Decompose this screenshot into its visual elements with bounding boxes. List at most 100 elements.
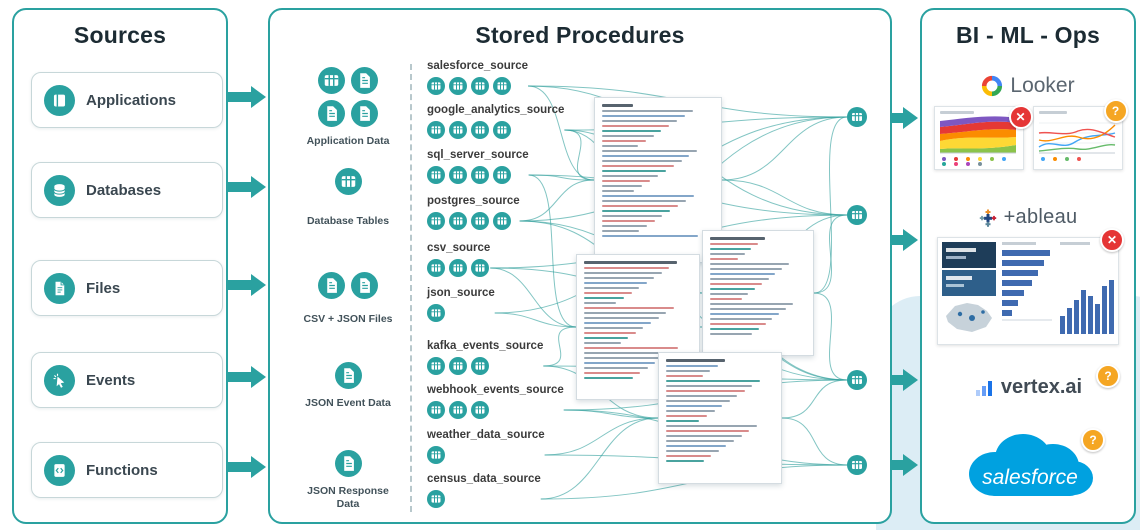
icon-cluster [315,67,381,127]
table-icon-group [427,401,564,419]
looker-line-chart: ? [1032,99,1128,170]
table-icon [449,166,467,184]
data-group-csv-json-files: CSV + JSON Files [283,272,413,326]
source-item-applications: Applications [31,72,223,128]
source-name: google_analytics_source [427,104,565,116]
looker-logo: Looker [922,74,1134,98]
vertex-ai-wordmark: vertex.ai [1000,376,1083,398]
source-name: sql_server_source [427,149,529,161]
looker-logo-icon [982,75,1003,97]
data-group-label: JSON Event Data [305,397,391,409]
vertex-ai-logo: vertex.ai ? [922,364,1134,399]
tableau-wordmark: +ableau [1003,206,1078,228]
table-icon [449,77,467,95]
flow-arrow-icon [891,454,918,476]
source-row: postgres_source [427,195,520,230]
json-file-icon [335,362,362,389]
data-group-label: JSON Response Data [307,485,389,511]
icon-cluster [315,168,381,195]
salesforce-wordmark: salesforce [982,466,1078,489]
salesforce-section: salesforce ? [922,418,1134,515]
source-name: json_source [427,287,495,299]
table-icon [493,121,511,139]
source-row: weather_data_source [427,429,545,464]
table-icon [493,77,511,95]
file-icon [318,100,345,127]
source-name: postgres_source [427,195,520,207]
flow-arrow-icon [891,107,918,129]
source-row: sql_server_source [427,149,529,184]
table-icon [427,446,445,464]
tableau-logo: +ableau [922,206,1134,229]
dashed-divider [410,64,412,512]
click-event-icon [44,364,75,396]
table-icon-group [427,446,545,464]
applications-icon [44,84,75,116]
table-icon-group [427,304,495,322]
table-icon [493,166,511,184]
tableau-logo-icon [979,209,996,227]
source-item-functions: Functions [31,442,223,498]
looker-wordmark: Looker [1010,74,1075,97]
flow-arrow-icon [226,176,266,198]
table-icon [493,212,511,230]
source-item-label: Files [86,279,121,297]
tableau-section: +ableau [922,206,1134,345]
icon-cluster [315,272,381,299]
source-item-label: Databases [86,181,162,199]
tableau-dashboard: ✕ [937,228,1124,345]
icon-cluster [315,362,381,389]
question-badge-icon: ? [1081,428,1105,452]
output-table-icon [847,455,867,475]
table-icon [449,259,467,277]
file-icon [44,272,75,304]
table-icon-group [427,259,490,277]
sql-snippet-card [702,230,814,356]
function-icon [44,454,75,486]
json-file-icon [335,450,362,477]
stored-procedures-panel: Stored Procedures Application Data Datab… [268,8,892,524]
source-row: kafka_events_source [427,340,543,375]
data-group-label: Database Tables [306,215,390,227]
table-icon-group [427,357,543,375]
table-icon-group [427,121,564,139]
data-group-json-response-data: JSON Response Data [283,450,413,511]
table-icon [471,401,489,419]
source-row: google_analytics_source [427,104,564,139]
flow-arrow-icon [226,274,266,296]
sql-snippet-card [658,352,782,484]
table-icon [427,121,445,139]
data-group-application-data: Application Data [283,67,413,148]
file-icon [351,67,378,94]
table-icon [427,77,445,95]
table-icon [427,259,445,277]
data-group-label: Application Data [306,135,390,147]
source-item-label: Applications [86,91,177,109]
salesforce-logo: salesforce ? [953,418,1105,515]
table-icon [471,259,489,277]
flow-arrow-icon [891,369,918,391]
table-icon [449,401,467,419]
database-icon [44,174,75,206]
vertex-ai-section: vertex.ai ? [922,364,1134,399]
vertex-ai-logo-icon [975,380,992,396]
table-icon [471,77,489,95]
table-icon-group [427,77,528,95]
sources-panel: Sources Applications Databases Files Eve… [12,8,228,524]
table-icon [335,168,362,195]
source-item-label: Functions [86,461,158,479]
table-icon [471,357,489,375]
flow-arrow-icon [226,366,266,388]
output-table-icon [847,107,867,127]
table-icon [471,121,489,139]
table-icon-group [427,166,529,184]
table-icon-group [427,490,541,508]
table-icon [318,67,345,94]
icon-cluster [315,450,381,477]
source-row: webhook_events_source [427,384,564,419]
table-icon [427,490,445,508]
table-icon [471,166,489,184]
file-icon [351,100,378,127]
question-badge-icon: ? [1096,364,1120,388]
